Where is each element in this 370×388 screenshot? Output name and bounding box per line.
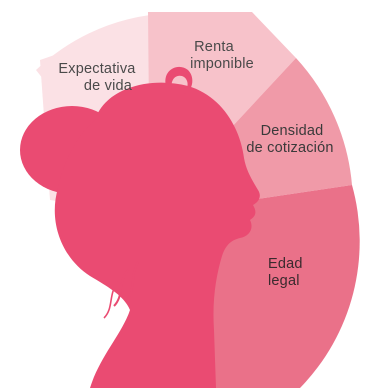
label-densidad-line1: Densidad	[261, 123, 324, 139]
label-expectativa-line1: Expectativa	[58, 61, 136, 77]
label-renta-line1: Renta	[194, 39, 234, 55]
label-edad-line1: Edad	[268, 256, 303, 272]
label-renta-line2: imponible	[190, 56, 254, 72]
label-edad-line2: legal	[268, 273, 300, 289]
label-expectativa-line2: de vida	[84, 78, 133, 94]
label-densidad-line2: de cotización	[246, 140, 333, 156]
